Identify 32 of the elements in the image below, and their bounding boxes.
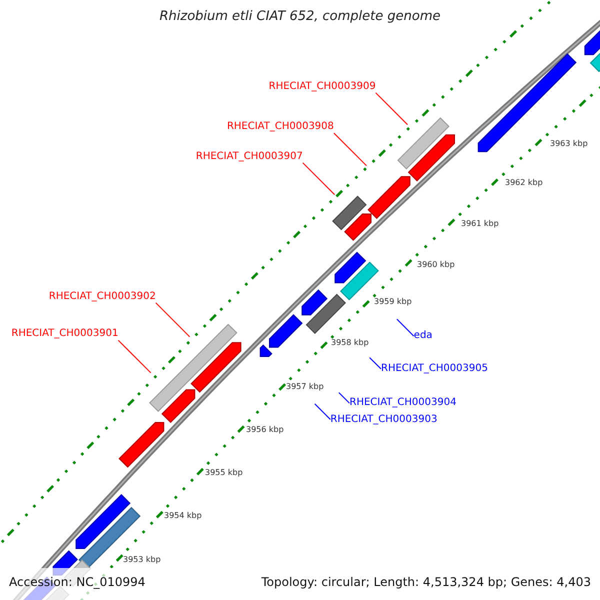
leader-line <box>369 357 382 370</box>
gene-label: RHECIAT_CH0003908 <box>226 121 334 134</box>
gene-label: RHECIAT_CH0003901 <box>11 328 118 340</box>
tick-label: 3960 kbp <box>417 260 455 270</box>
tick-label: 3953 kbp <box>123 555 161 565</box>
accession-text: Accession: NC_010994 <box>9 575 146 589</box>
tick-label: 3962 kbp <box>505 178 543 188</box>
tick-label: 3958 kbp <box>331 338 369 348</box>
gene-label: eda <box>414 330 432 342</box>
tick-label: 3956 kbp <box>246 425 284 435</box>
leader-line <box>338 392 350 404</box>
gene-label: RHECIAT_CH0003903 <box>330 414 438 426</box>
leader-line <box>314 403 331 420</box>
tick-label: 3954 kbp <box>164 511 202 521</box>
leader-line <box>155 302 190 338</box>
tick-label: 3957 kbp <box>286 382 324 392</box>
title: Rhizobium etli CIAT 652, complete genome <box>158 9 442 24</box>
gene-label: RHECIAT_CH0003902 <box>48 290 156 303</box>
gene-label: RHECIAT_CH0003905 <box>381 362 488 375</box>
tick-label: 3963 kbp <box>550 139 588 149</box>
gene-label: RHECIAT_CH0003904 <box>350 397 456 410</box>
gene-label: RHECIAT_CH0003907 <box>196 150 303 163</box>
genome-stats-text: Topology: circular; Length: 4,513,324 bp; Genes: 4,403 <box>261 575 591 589</box>
leader-line <box>333 132 367 166</box>
leader-line <box>375 92 408 126</box>
tick-label: 3959 kbp <box>374 297 412 307</box>
leader-line <box>302 162 336 196</box>
tick-label: 3955 kbp <box>205 468 243 478</box>
gene-label: RHECIAT_CH0003909 <box>268 80 376 93</box>
tick-label: 3961 kbp <box>461 219 499 229</box>
leader-line <box>396 318 414 337</box>
leader-line <box>118 340 152 374</box>
